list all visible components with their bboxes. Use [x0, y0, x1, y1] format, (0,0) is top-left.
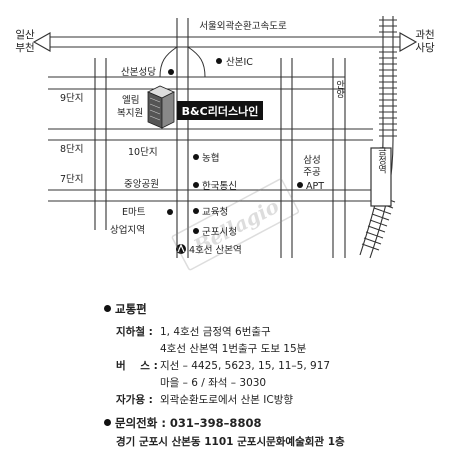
central-park: 중앙공원 — [124, 178, 159, 190]
bus-line1: 지선 – 4425, 5623, 15, 11–5, 917 — [160, 360, 331, 372]
transit-header-text: 교통편 — [115, 302, 147, 316]
emart-label: E마트 — [122, 207, 146, 218]
ic-marker — [216, 58, 222, 64]
subway-icon — [176, 243, 186, 254]
bus-label: 버 스 : — [116, 360, 158, 372]
samsung-line2: 주공 — [303, 167, 321, 178]
complex-9: 9단지 — [60, 93, 84, 104]
edu-label: 교육청 — [202, 207, 228, 218]
phone-text: 문의전화 : 031–398–8808 — [115, 416, 262, 430]
bullet-icon — [104, 419, 111, 426]
cityhall-label: 군포시청 — [202, 227, 237, 238]
elim-line1: 엘림 — [122, 94, 139, 106]
complex-10: 10단지 — [128, 147, 158, 158]
nonghyup-label: 농협 — [202, 152, 219, 164]
cityhall-marker — [193, 228, 199, 234]
bullet-icon — [104, 305, 111, 312]
kt-marker — [193, 182, 199, 188]
church-marker — [168, 69, 174, 75]
road-network — [48, 18, 400, 258]
sanbon-station-label: 4호선 산본역 — [189, 245, 242, 256]
ic-ramp-left — [159, 46, 178, 78]
railway — [359, 16, 397, 259]
highway-label: 서울외곽순환고속도로 — [199, 20, 287, 32]
edu-marker — [193, 208, 199, 214]
station-label: 금정역 — [376, 146, 386, 174]
arrow-right-icon — [399, 32, 418, 52]
destination-label: B&C리더스나인 — [182, 104, 259, 118]
complex-8: 8단지 — [60, 144, 84, 155]
commercial-label: 상업지역 — [110, 224, 145, 236]
subway-line1: 1, 4호선 금정역 6번출구 — [160, 326, 271, 338]
sanbon-ic-label: 산본IC — [226, 57, 253, 68]
kt-label: 한국통신 — [202, 181, 237, 192]
complex-7: 7단지 — [60, 174, 84, 185]
anyang-road-label: 안양 — [334, 80, 344, 98]
city-sadang: 사당 — [415, 42, 435, 54]
station-box — [370, 147, 392, 207]
car-line: 외곽순환도로에서 산본 IC방향 — [160, 394, 294, 406]
building-icon — [147, 85, 175, 129]
info-section: 교통편 지하철 : 1, 4호선 금정역 6번출구 4호선 산본역 1번출구 도… — [0, 296, 450, 470]
city-gwacheon: 과천 — [415, 29, 434, 41]
samsung-line1: 삼성 — [303, 155, 320, 166]
ic-ramp — [187, 46, 206, 78]
apt-marker — [297, 182, 303, 188]
city-ilsan: 일산 — [15, 28, 35, 41]
arrow-left-icon — [32, 32, 51, 52]
city-bucheon: 부천 — [15, 42, 34, 54]
nonghyup-marker — [193, 154, 199, 160]
bus-line2: 마을 – 6 / 좌석 – 3030 — [160, 377, 267, 389]
subway-label: 지하철 : — [116, 326, 153, 338]
location-map: 금정역 서울외곽순환고속도로 일산 부천 과천 사당 산본IC 산본성당 9단지… — [15, 16, 435, 271]
elim-line2: 복지원 — [117, 108, 143, 119]
transit-header: 교통편 — [104, 301, 147, 317]
subway-line2: 4호선 산본역 1번출구 도보 15분 — [160, 343, 307, 355]
destination-box — [177, 101, 263, 120]
phone-row: 문의전화 : 031–398–8808 — [104, 415, 261, 431]
apt-label: APT — [306, 181, 324, 192]
emart-marker — [167, 209, 173, 215]
address: 경기 군포시 산본동 1101 군포시문화예술회관 1층 — [116, 436, 345, 448]
car-label: 자가용 : — [116, 394, 153, 406]
watermark: Bellagio — [171, 178, 300, 271]
church-label: 산본성당 — [121, 67, 156, 78]
